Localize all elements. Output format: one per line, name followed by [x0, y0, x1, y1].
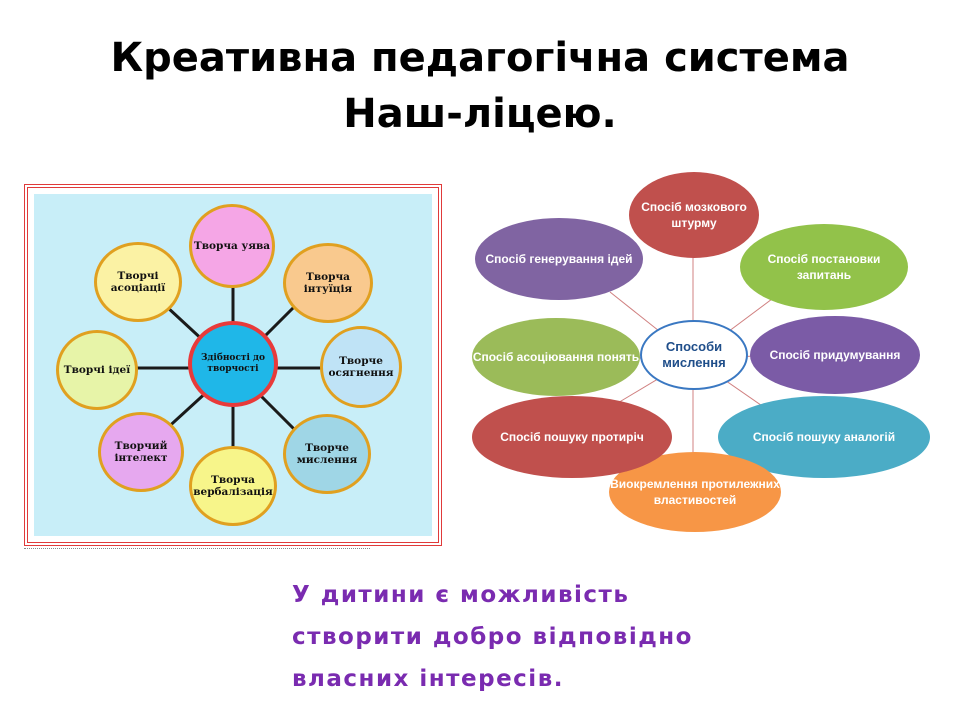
thinking-node-label: Спосіб пошуку аналогій: [752, 430, 896, 444]
slide-title: Креативна педагогічна система Наш-ліцею.: [0, 30, 960, 142]
creativity-node-associations: Творчі асоціації: [94, 242, 182, 322]
creativity-node-label: Творче осягнення: [328, 355, 394, 379]
slide-caption: У дитини є можливість створити добро від…: [292, 574, 912, 700]
creativity-center-node: Здібності до творчості: [188, 321, 278, 407]
thinking-center-label: Способи мислення: [662, 339, 726, 370]
thinking-node-brainstorm: Спосіб мозкового штурму: [629, 172, 759, 258]
creativity-center-label: Здібності до творчості: [200, 353, 266, 374]
creativity-node-imagination: Творча уява: [189, 204, 275, 288]
creativity-node-label: Творче мислення: [296, 442, 358, 466]
creativity-node-verbalization: Творча вербалізація: [189, 446, 277, 526]
caption-line-1: У дитини є можливість: [292, 582, 630, 608]
creativity-node-label: Творчі ідеї: [63, 364, 131, 376]
creativity-node-label: Творчі асоціації: [110, 270, 166, 294]
thinking-node-label: Спосіб генерування ідей: [485, 252, 633, 266]
caption-line-2: створити добро відповідно: [292, 624, 693, 650]
thinking-node-label: Виокремлення протилежних властивостей: [610, 477, 780, 507]
thinking-node-associating: Спосіб асоціювання понять: [472, 318, 640, 396]
thinking-node-label: Спосіб мозкового штурму: [641, 200, 747, 230]
creativity-node-ideas: Творчі ідеї: [56, 330, 138, 410]
caption-line-3: власних інтересів.: [292, 666, 564, 692]
thinking-node-label: Спосіб придумування: [769, 348, 901, 362]
creativity-node-label: Творча вербалізація: [193, 474, 273, 498]
creativity-node-thinking: Творче мислення: [283, 414, 371, 494]
creativity-node-intellect: Творчий інтелект: [98, 412, 184, 492]
thinking-node-label: Спосіб постановки запитань: [767, 252, 881, 282]
thinking-node-contradictions: Спосіб пошуку протиріч: [472, 396, 672, 478]
thinking-node-inventing: Спосіб придумування: [750, 316, 920, 394]
creativity-node-label: Творча уява: [193, 240, 271, 252]
thinking-node-label: Спосіб асоціювання понять: [472, 350, 640, 364]
thinking-center-node: Способи мислення: [640, 320, 748, 390]
creativity-node-comprehension: Творче осягнення: [320, 326, 402, 408]
creativity-node-label: Творча інтуїція: [303, 271, 353, 295]
thinking-node-label: Спосіб пошуку протиріч: [500, 430, 644, 444]
thinking-node-ideas: Спосіб генерування ідей: [475, 218, 643, 300]
thinking-node-questions: Спосіб постановки запитань: [740, 224, 908, 310]
slide-title-line-1: Креативна педагогічна система: [110, 35, 850, 81]
creativity-node-label: Творчий інтелект: [114, 440, 168, 464]
creativity-node-intuition: Творча інтуїція: [283, 243, 373, 323]
diagram-footer-line: [24, 548, 370, 549]
slide-title-line-2: Наш-ліцею.: [343, 91, 617, 137]
